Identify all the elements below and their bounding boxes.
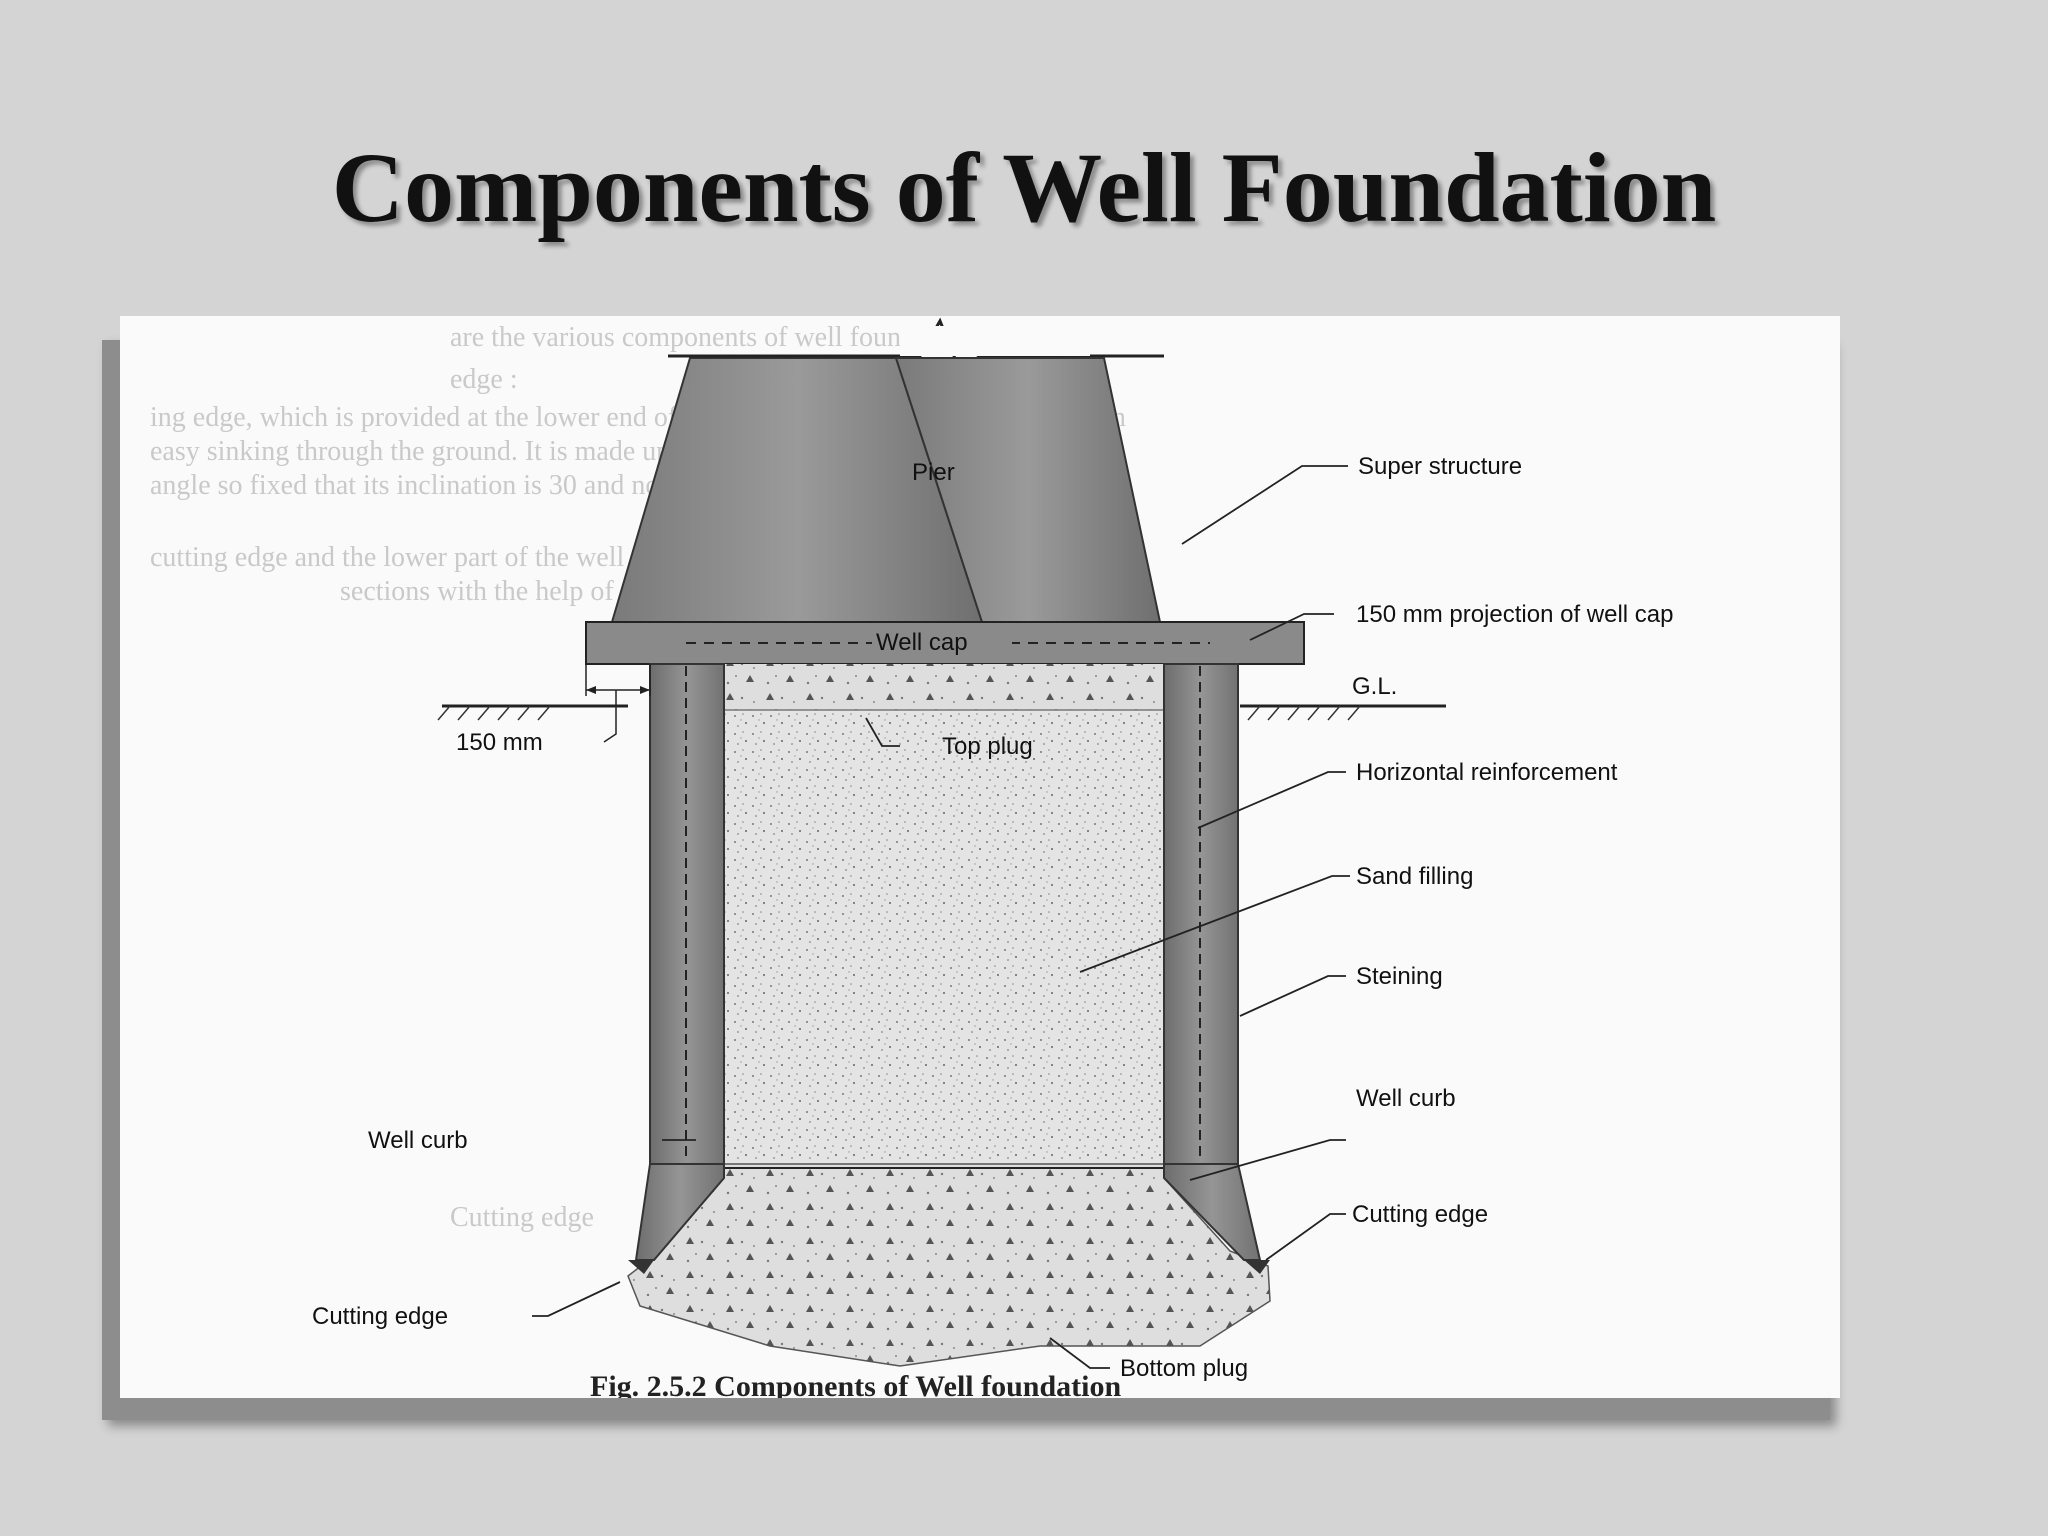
label-projection: 150 mm projection of well cap (1356, 601, 1673, 628)
label-well-curb-left: Well curb (368, 1127, 468, 1154)
label-pier: Pier (912, 459, 955, 486)
leader-lines (532, 465, 1350, 1369)
sand-filling (724, 664, 1164, 1164)
cutting-edge-left (628, 1260, 654, 1274)
figure-caption: Fig. 2.5.2 Components of Well foundation (590, 1370, 1121, 1398)
label-cutting-edge-right: Cutting edge (1352, 1201, 1488, 1228)
well-cap (585, 621, 1305, 665)
slide-title: Components of Well Foundation (331, 132, 1717, 243)
well-curb (628, 1163, 1270, 1274)
label-bottom-plug: Bottom plug (1120, 1355, 1248, 1382)
background-text-line: are the various components of well found… (450, 322, 971, 353)
label-gl: G.L. (1352, 673, 1397, 700)
label-well-curb-right: Well curb (1356, 1085, 1456, 1112)
well-foundation-figure: are the various components of well found… (120, 316, 1840, 1398)
label-top-plug: Top plug (942, 733, 1033, 760)
bottom-plug (627, 1163, 1271, 1367)
cutting-edge-right (1244, 1260, 1270, 1274)
well-foundation-diagram: are the various components of well found… (150, 317, 1673, 1398)
label-horizontal-reinforcement: Horizontal reinforcement (1356, 759, 1618, 786)
label-150mm: 150 mm (456, 729, 543, 756)
background-text-line: Cutting edge (450, 1202, 594, 1233)
label-well-cap: Well cap (876, 629, 968, 656)
label-super-structure: Super structure (1358, 453, 1522, 480)
steining (649, 663, 1239, 1165)
background-text-line: edge : (450, 364, 518, 395)
dimension-150mm (585, 664, 651, 743)
label-steining: Steining (1356, 963, 1443, 990)
label-cutting-edge-left: Cutting edge (312, 1303, 448, 1330)
top-plug (724, 664, 1164, 710)
ground-level (437, 704, 1446, 721)
background-text-line: sections with the help of (340, 576, 614, 607)
pier (610, 317, 1164, 623)
label-sand-filling: Sand filling (1356, 863, 1473, 890)
